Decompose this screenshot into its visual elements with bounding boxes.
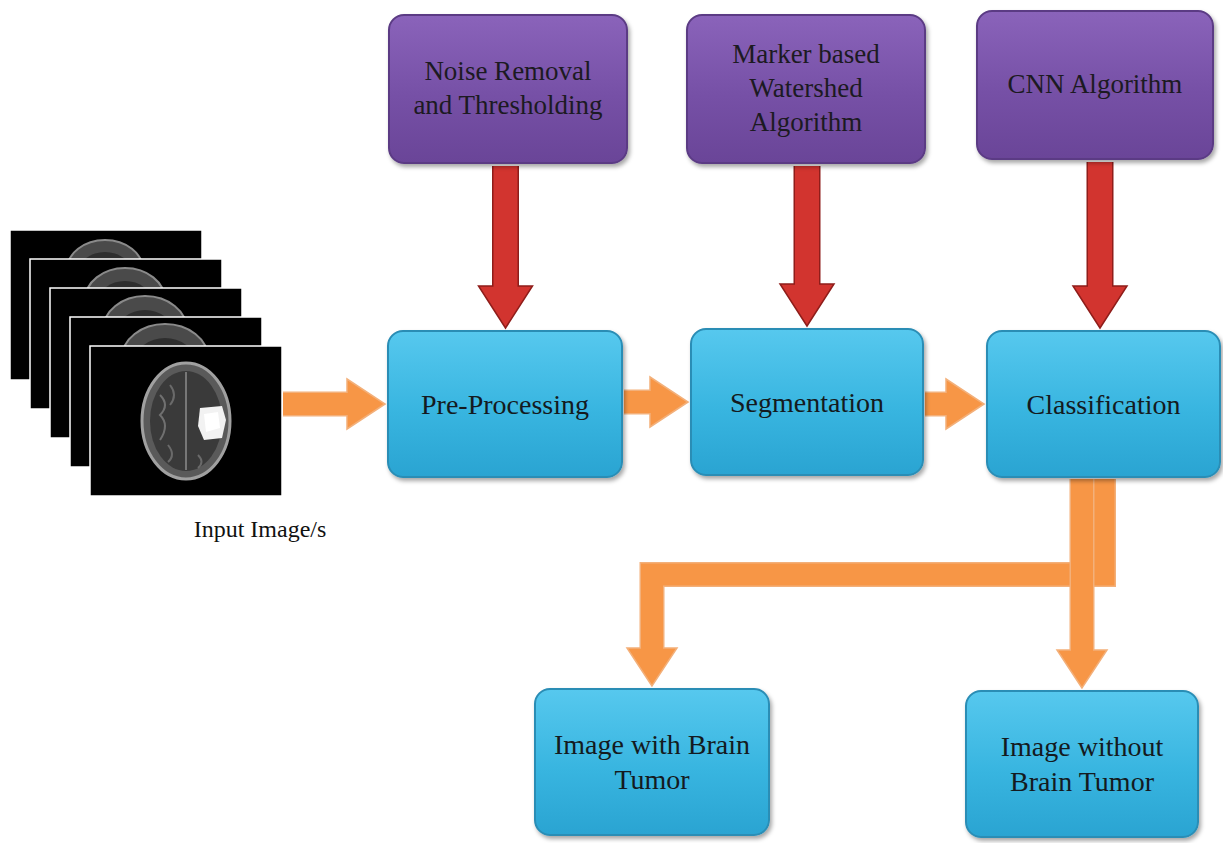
- arrow-body: [1088, 162, 1112, 288]
- arrow-body: [925, 393, 948, 415]
- method-box: Marker based Watershed Algorithm: [686, 14, 926, 164]
- box-label: Image with Brain Tumor: [548, 727, 756, 797]
- box-label: Noise Removal and Thresholding: [402, 55, 614, 123]
- block-arrow: [1057, 479, 1107, 688]
- arrow-head: [650, 377, 688, 427]
- arrow-head: [347, 379, 385, 429]
- arrow-body: [795, 166, 819, 286]
- mri-slice: [90, 346, 282, 496]
- arrow-outline: [652, 479, 1104, 650]
- arrow-head: [1073, 286, 1127, 328]
- arrow-body: [1071, 479, 1093, 652]
- arrow-head: [780, 284, 834, 326]
- box-label: Pre-Processing: [421, 387, 589, 422]
- arrow-outline: [624, 390, 652, 415]
- block-arrow: [925, 379, 984, 429]
- box-label: CNN Algorithm: [1008, 68, 1183, 102]
- box-label: Segmentation: [730, 385, 884, 420]
- arrow-outline: [283, 392, 349, 417]
- process-box: Segmentation: [690, 328, 924, 476]
- arrow-body: [494, 166, 518, 288]
- process-box: Image with Brain Tumor: [534, 688, 770, 836]
- process-box: Pre-Processing: [387, 330, 623, 478]
- arrow-outline: [1070, 479, 1095, 652]
- box-label: Marker based Watershed Algorithm: [700, 38, 912, 139]
- input-label: Input Image/s: [194, 516, 327, 542]
- block-arrow: [780, 166, 834, 326]
- input-images: Input Image/s: [90, 346, 282, 496]
- arrow-outline: [794, 166, 821, 286]
- block-arrow: [479, 166, 533, 328]
- arrow-head: [946, 379, 984, 429]
- arrow-head: [1057, 650, 1107, 688]
- arrow-body: [283, 393, 349, 415]
- box-label: Classification: [1027, 387, 1181, 422]
- arrow-body: [624, 391, 652, 413]
- process-box: Image without Brain Tumor: [965, 690, 1199, 838]
- arrow-outline: [492, 166, 519, 288]
- arrow-outline: [1087, 162, 1114, 288]
- block-arrow: [627, 479, 1104, 686]
- arrow-head: [479, 286, 533, 328]
- block-arrow: [1073, 162, 1127, 328]
- block-arrow: [283, 379, 385, 429]
- block-arrow: [624, 377, 688, 427]
- arrow-head: [627, 648, 677, 686]
- method-box: Noise Removal and Thresholding: [388, 14, 628, 164]
- box-label: Image without Brain Tumor: [979, 729, 1185, 799]
- arrow-outline: [925, 392, 948, 417]
- arrow-body: [652, 479, 1104, 650]
- process-box: Classification: [986, 330, 1221, 478]
- label-holder: Input Image/s: [160, 514, 360, 544]
- method-box: CNN Algorithm: [976, 10, 1214, 160]
